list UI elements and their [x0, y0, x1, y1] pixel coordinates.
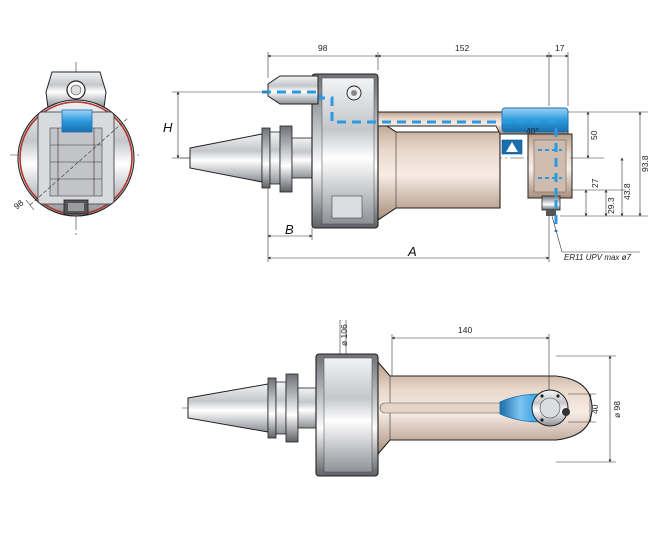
dim-98-label: 98	[318, 43, 328, 53]
dim-b-label: B	[285, 222, 294, 237]
dim-140-label: 140	[458, 325, 472, 335]
dim-152-label: 152	[455, 43, 469, 53]
dim-27-label: 27	[590, 178, 600, 188]
dim-d98-label: ø 98	[612, 401, 622, 418]
collet-note: ER11 UPV max ø7	[564, 253, 632, 262]
dim-43-8-label: 43.8	[622, 183, 632, 200]
taper-shank	[189, 133, 263, 183]
side-98-label: 98	[12, 197, 26, 211]
side-view: 98 152 17 H B A 50 27 29.3 43.8 93.8 40°	[163, 43, 650, 262]
angle-40-label: 40°	[526, 126, 539, 136]
dim-a-label: A	[407, 244, 417, 259]
coolant-block	[61, 109, 93, 133]
dim-h-label: H	[163, 120, 173, 135]
top-view: ø 106 140 40 ø 98	[182, 320, 622, 477]
brand-logo-icon	[501, 139, 523, 155]
dim-40-label: 40	[590, 404, 600, 414]
end-view: 98	[10, 62, 140, 235]
dim-50-label: 50	[589, 130, 599, 140]
dim-17-label: 17	[555, 43, 565, 53]
dim-29-3-label: 29.3	[606, 197, 616, 214]
dim-93-8-label: 93.8	[640, 155, 650, 172]
dim-d106-label: ø 106	[339, 324, 349, 346]
